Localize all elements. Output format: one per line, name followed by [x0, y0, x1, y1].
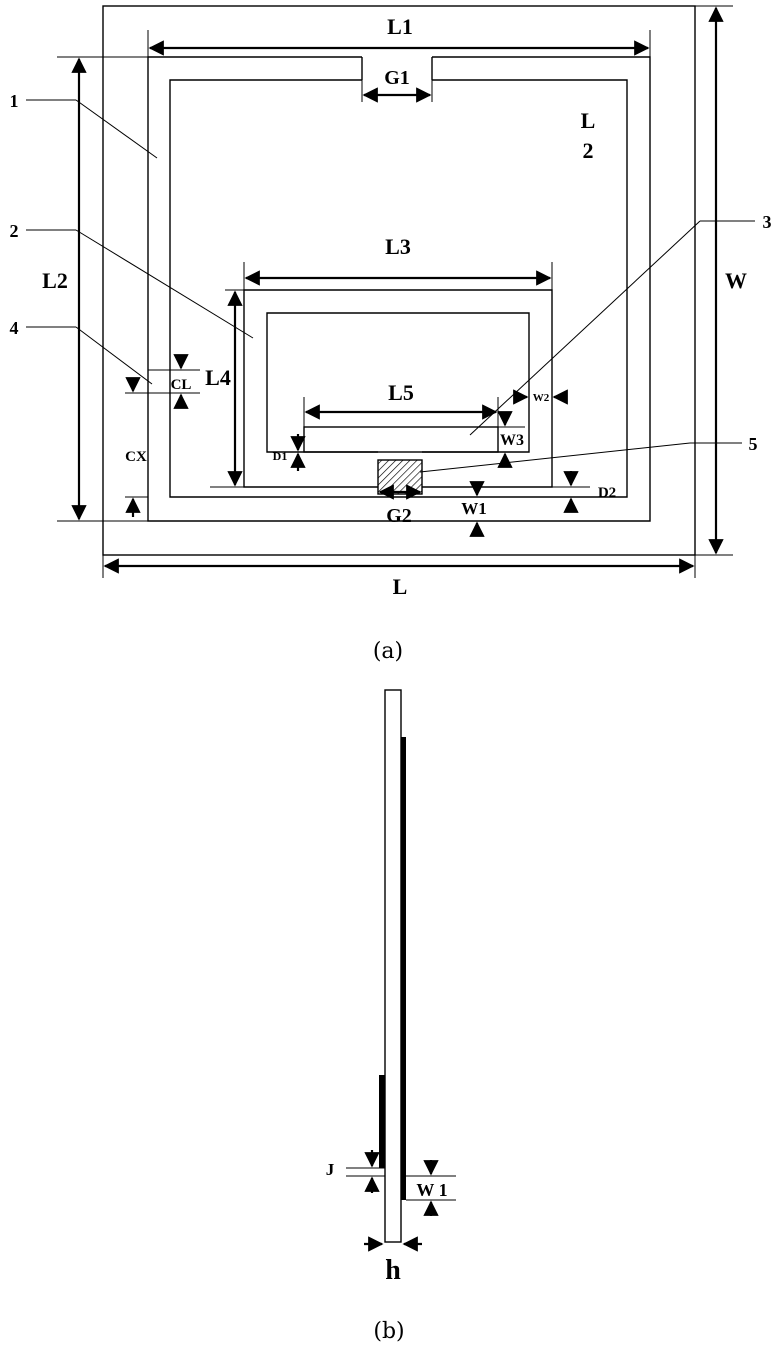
caption-b: (b)	[373, 1319, 404, 1344]
label-2-right: 2	[583, 138, 594, 163]
label-h: h	[385, 1255, 401, 1286]
patch-strip	[304, 427, 498, 452]
label-J: J	[326, 1160, 335, 1179]
label-L: L	[393, 574, 408, 599]
figure-b: J W 1 h (b)	[326, 690, 456, 1344]
callout-1: 1	[10, 91, 19, 111]
label-W1-b: W 1	[416, 1180, 447, 1200]
label-D2: D2	[598, 485, 616, 501]
metal-layer-left	[379, 1075, 385, 1168]
label-W1: W1	[461, 499, 487, 518]
label-D1: D1	[273, 449, 288, 463]
label-L2: L2	[42, 268, 68, 293]
metal-layer-right	[401, 737, 406, 1200]
label-L-right: L	[581, 108, 596, 133]
feed-block	[378, 460, 422, 494]
label-CL: CL	[171, 377, 192, 393]
callout-3: 3	[763, 212, 772, 232]
label-W: W	[725, 268, 747, 293]
label-G1: G1	[384, 67, 410, 89]
label-W2: W2	[533, 392, 550, 404]
callout-2: 2	[10, 221, 19, 241]
label-L5: L5	[388, 380, 414, 405]
callout-4: 4	[10, 318, 19, 338]
caption-a: (a)	[373, 639, 403, 664]
label-CX: CX	[125, 449, 147, 465]
figure-a: L1 G1 L 2 L2 W L L3 L4	[10, 6, 772, 664]
label-L1: L1	[387, 14, 413, 39]
label-L4: L4	[205, 365, 231, 390]
label-L3: L3	[385, 234, 411, 259]
callout-5: 5	[749, 434, 758, 454]
label-W3: W3	[500, 432, 524, 449]
label-G2: G2	[386, 505, 412, 527]
substrate-side	[385, 690, 401, 1242]
